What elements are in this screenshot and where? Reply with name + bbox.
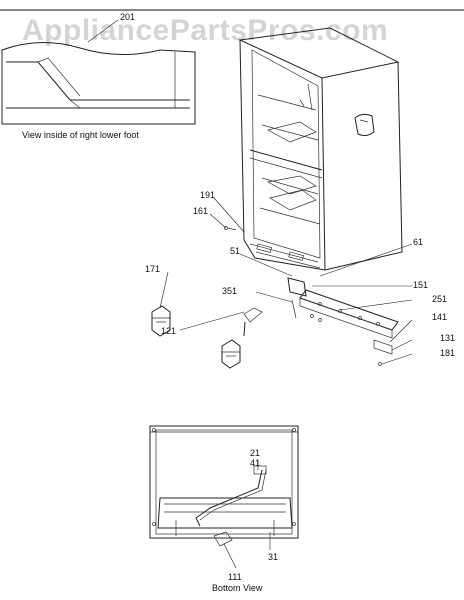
callout-111: 111 — [228, 572, 242, 582]
callout-51: 51 — [230, 246, 240, 256]
refrigerator-cabinet — [238, 27, 403, 271]
callout-251: 251 — [432, 294, 447, 304]
callout-131: 131 — [440, 333, 455, 343]
callout-141: 141 — [432, 312, 447, 322]
front-roller-assembly — [243, 277, 307, 337]
callout-41: 41 — [250, 458, 260, 468]
callout-121: 121 — [161, 326, 176, 336]
bottom-view-caption: Bottom View — [212, 583, 263, 593]
callout-61: 61 — [413, 237, 423, 247]
leveling-leg-left — [151, 305, 171, 337]
leveling-bracket — [299, 289, 399, 355]
bottom-view-drawing — [149, 425, 299, 569]
callout-351: 351 — [222, 286, 237, 296]
callout-171: 171 — [145, 264, 160, 274]
screws — [224, 226, 382, 366]
callout-191: 191 — [200, 190, 215, 200]
callout-151: 151 — [413, 280, 428, 290]
callout-161: 161 — [193, 206, 208, 216]
leveling-leg-right — [221, 339, 241, 369]
inset-caption: View inside of right lower foot — [22, 130, 139, 140]
inset-part-label: 201 — [120, 12, 135, 22]
callout-31: 31 — [268, 552, 278, 562]
callout-21: 21 — [250, 448, 260, 458]
leader-lines — [159, 197, 413, 365]
callout-181: 181 — [440, 348, 455, 358]
inset-view — [1, 19, 196, 125]
watermark-text: AppliancePartsPros.com — [22, 14, 388, 47]
